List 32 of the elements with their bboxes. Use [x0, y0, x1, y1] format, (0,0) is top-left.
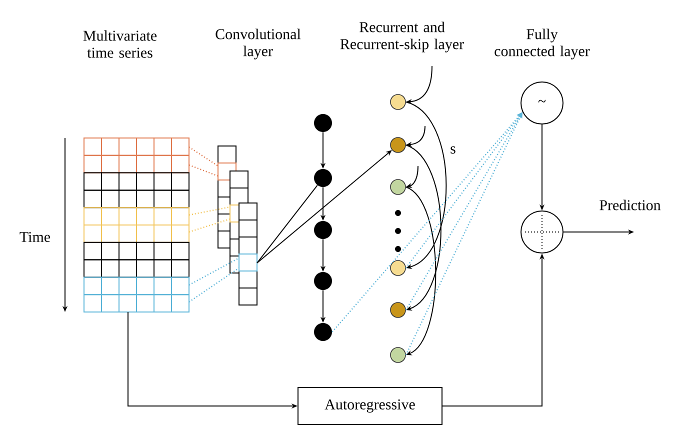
- layer-heading: Recurrent and Recurrent-skip layer: [340, 22, 464, 52]
- connector: [188, 146, 218, 167]
- hidden-unit-circle: [314, 114, 332, 132]
- column-heading: Fully connected layer: [494, 28, 590, 60]
- connector: [188, 164, 218, 177]
- connector: [188, 267, 240, 303]
- hidden-unit-circle: [314, 169, 332, 187]
- recurrent-unit-circle: [390, 260, 406, 276]
- connector: [188, 257, 240, 286]
- connector: [188, 218, 230, 233]
- hidden-unit-circle: [314, 221, 332, 239]
- recurrent-unit-circle: [390, 302, 406, 318]
- column-heading: Multivariate time series: [83, 30, 157, 58]
- recurrent-unit-circle: [390, 179, 406, 195]
- edge-label: Prediction: [598, 198, 662, 212]
- hidden-unit-circle: [314, 272, 332, 290]
- sum-circle: [520, 210, 564, 254]
- arrow: [405, 186, 436, 356]
- column-heading: Convolutional layer: [216, 28, 301, 60]
- axis-label: Time: [20, 232, 50, 242]
- arrow: [405, 144, 442, 311]
- recurrent-unit-circle: [390, 94, 406, 110]
- hidden-unit-circle: [314, 323, 332, 341]
- process-box: Autoregressive: [298, 387, 442, 425]
- recurrent-unit-circle: [390, 137, 406, 153]
- edge-label: s: [449, 145, 457, 155]
- connector: [256, 184, 318, 264]
- recurrent-unit-circle: [390, 347, 406, 363]
- convolution-drawing: [218, 146, 258, 306]
- grid-drawing: [84, 138, 190, 312]
- connector: [188, 206, 230, 216]
- arrow: [405, 102, 447, 270]
